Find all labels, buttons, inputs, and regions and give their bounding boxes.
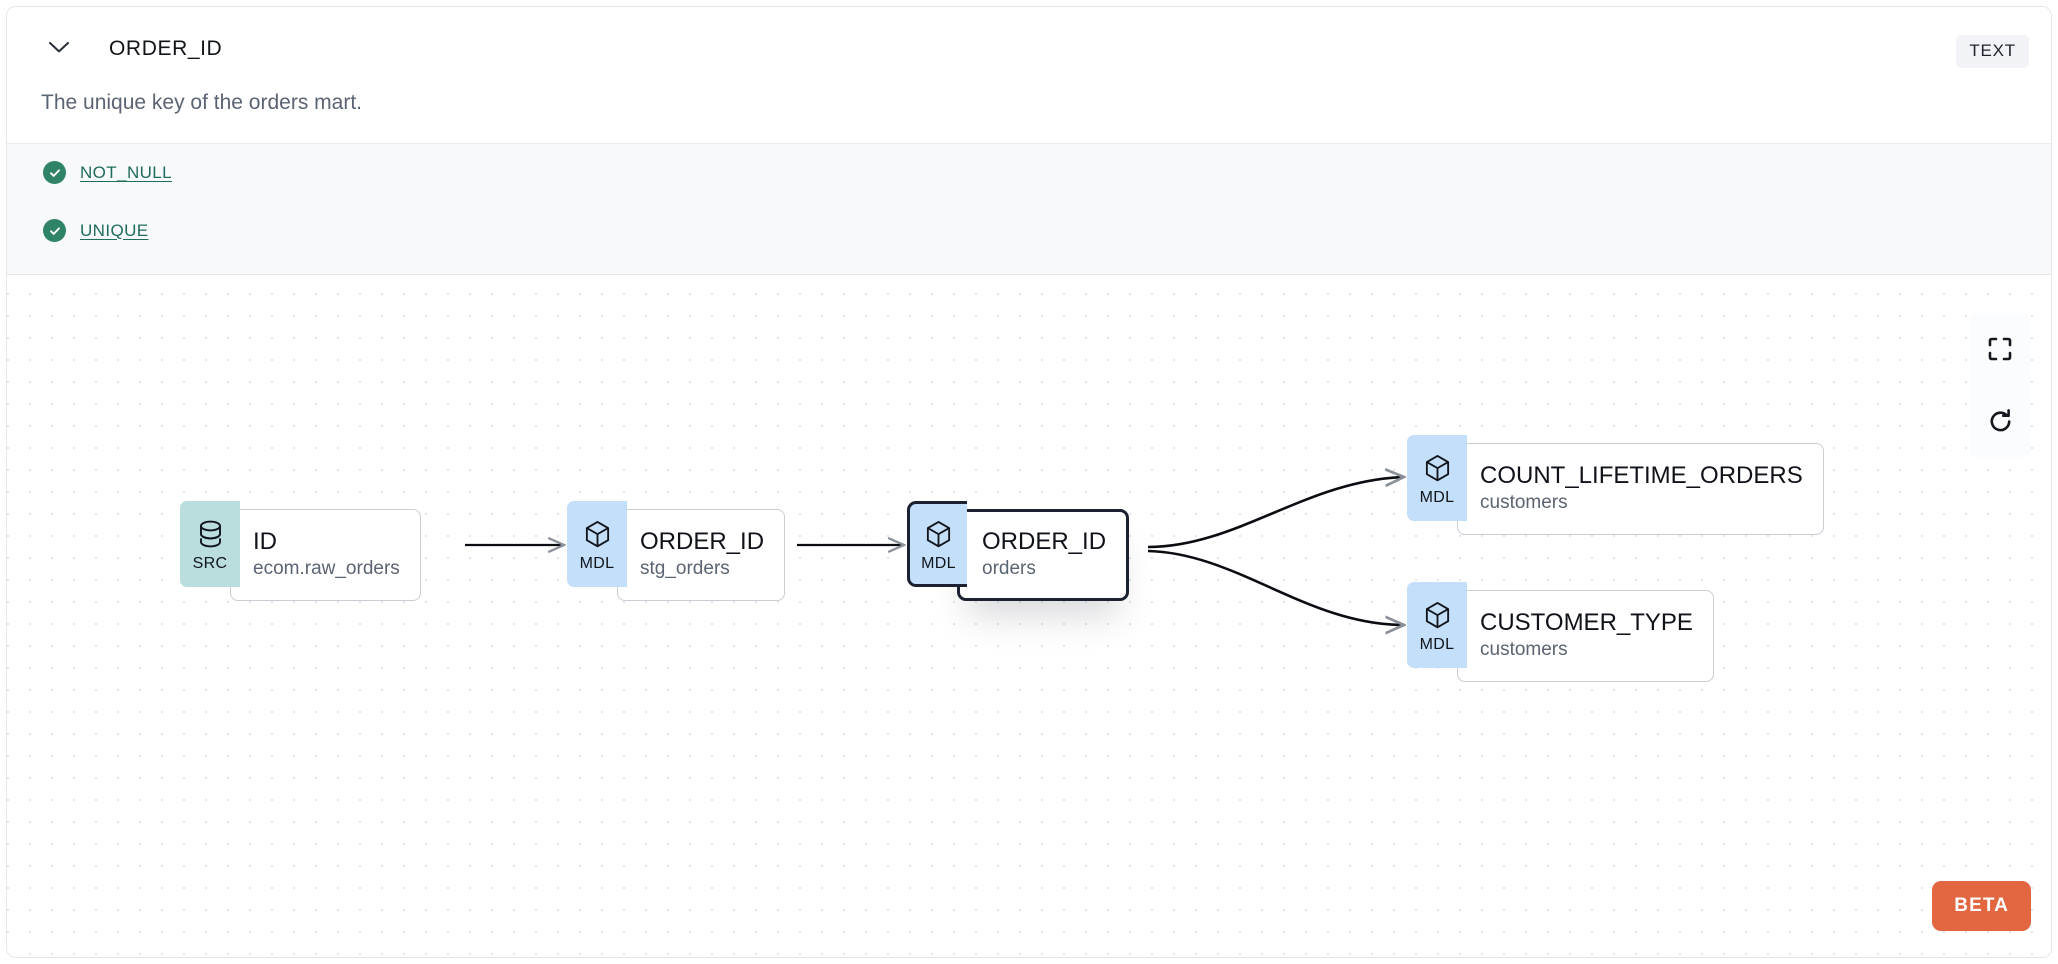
edge-orders-to-customer-type (1147, 549, 1404, 625)
node-body[interactable]: ORDER_ID orders (957, 509, 1130, 601)
column-description: The unique key of the orders mart. (41, 91, 362, 114)
check-circle-icon (43, 161, 66, 184)
test-link-not-null[interactable]: NOT_NULL (80, 162, 173, 182)
node-kind-label: MDL (921, 554, 956, 572)
cube-icon (583, 519, 612, 555)
node-body[interactable]: ID ecom.raw_orders (230, 509, 421, 601)
node-body[interactable]: COUNT_LIFETIME_ORDERS customers (1457, 443, 1824, 535)
fit-view-icon (1988, 337, 2012, 361)
node-kind-label: MDL (1419, 635, 1455, 653)
lineage-graph-canvas[interactable]: SRC ID ecom.raw_orders MDL ORDE (7, 275, 2052, 958)
node-dataset-name: orders (982, 558, 1036, 580)
node-kind-badge-mdl: MDL (1407, 582, 1467, 668)
panel-header: ORDER_ID TEXT (7, 7, 2051, 86)
page-title: ORDER_ID (109, 37, 223, 60)
lineage-node-count-lifetime-orders[interactable]: MDL COUNT_LIFETIME_ORDERS customers (1407, 435, 1824, 535)
lineage-node-src[interactable]: SRC ID ecom.raw_orders (180, 501, 421, 601)
cube-icon (1423, 453, 1452, 489)
test-row[interactable]: UNIQUE (43, 219, 149, 242)
node-dataset-name: ecom.raw_orders (253, 558, 400, 580)
node-dataset-name: customers (1480, 639, 1568, 661)
canvas-controls (1969, 313, 2031, 457)
beta-badge[interactable]: BETA (1932, 881, 2031, 931)
test-row[interactable]: NOT_NULL (43, 161, 172, 184)
test-link-unique[interactable]: UNIQUE (80, 220, 149, 240)
node-column-name: CUSTOMER_TYPE (1480, 608, 1693, 636)
node-kind-badge-mdl: MDL (567, 501, 627, 587)
node-column-name: ID (253, 527, 277, 555)
node-kind-label: MDL (579, 554, 615, 572)
fit-view-button[interactable] (1969, 313, 2031, 385)
node-kind-label: SRC (192, 554, 228, 572)
edge-orders-to-count (1147, 477, 1404, 549)
node-dataset-name: stg_orders (640, 558, 730, 580)
column-detail-panel: ORDER_ID TEXT The unique key of the orde… (6, 6, 2052, 958)
node-column-name: ORDER_ID (982, 527, 1107, 555)
node-kind-badge-mdl: MDL (1407, 435, 1467, 521)
node-body[interactable]: CUSTOMER_TYPE customers (1457, 590, 1714, 682)
node-column-name: ORDER_ID (640, 527, 765, 555)
node-kind-label: MDL (1419, 488, 1455, 506)
column-type-badge: TEXT (1956, 35, 2029, 68)
lineage-node-customer-type[interactable]: MDL CUSTOMER_TYPE customers (1407, 582, 1714, 682)
check-circle-icon (43, 219, 66, 242)
node-dataset-name: customers (1480, 492, 1568, 514)
cube-icon (924, 519, 953, 555)
node-column-name: COUNT_LIFETIME_ORDERS (1480, 461, 1803, 489)
node-kind-badge-src: SRC (180, 501, 240, 587)
database-icon (196, 519, 225, 555)
node-kind-badge-mdl: MDL (907, 501, 967, 587)
lineage-node-orders-selected[interactable]: MDL ORDER_ID orders (907, 501, 1130, 601)
lineage-node-stg-orders[interactable]: MDL ORDER_ID stg_orders (567, 501, 786, 601)
lineage-edges (465, 275, 2052, 958)
tests-section: NOT_NULL UNIQUE (7, 143, 2051, 275)
chevron-down-icon[interactable] (45, 37, 73, 57)
refresh-button[interactable] (1969, 385, 2031, 457)
refresh-icon (1990, 408, 2010, 431)
node-body[interactable]: ORDER_ID stg_orders (617, 509, 786, 601)
cube-icon (1423, 600, 1452, 636)
